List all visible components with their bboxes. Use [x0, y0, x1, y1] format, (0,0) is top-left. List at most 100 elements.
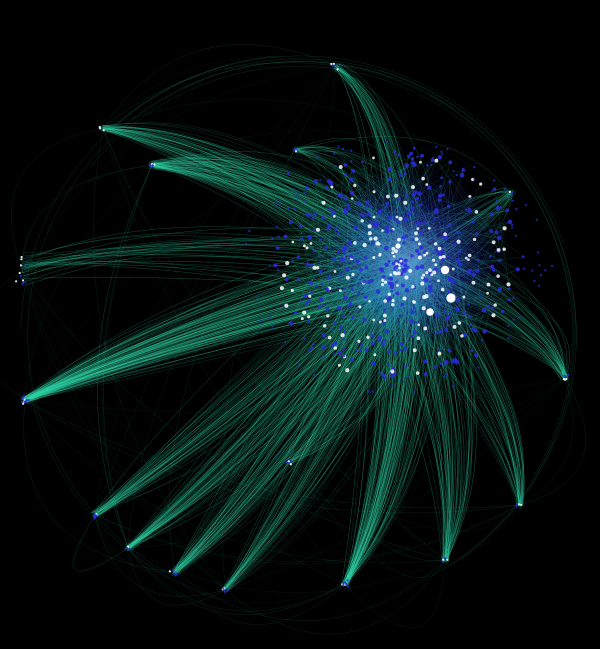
graph-node	[397, 263, 401, 267]
graph-node	[345, 368, 350, 373]
graph-node	[433, 242, 438, 246]
edge	[97, 164, 153, 549]
graph-node	[300, 317, 304, 321]
graph-node	[443, 232, 447, 237]
edge	[151, 130, 511, 193]
graph-node	[341, 314, 345, 318]
graph-node	[566, 373, 570, 376]
graph-node	[399, 259, 403, 263]
graph-node	[432, 270, 437, 275]
graph-node	[506, 282, 511, 287]
graph-node	[452, 385, 455, 388]
graph-node	[277, 235, 280, 238]
graph-node	[384, 262, 389, 268]
graph-node	[346, 304, 350, 308]
graph-node	[435, 145, 438, 148]
graph-node	[395, 262, 398, 265]
graph-node	[471, 272, 477, 277]
graph-node	[420, 153, 425, 158]
edge	[102, 127, 346, 585]
graph-node	[378, 252, 382, 256]
graph-node	[505, 208, 510, 213]
graph-node	[342, 256, 347, 261]
graph-node	[320, 282, 324, 286]
graph-node	[343, 163, 348, 167]
graph-node	[453, 242, 457, 246]
graph-node	[22, 281, 25, 284]
graph-node	[372, 215, 376, 219]
edge	[127, 377, 566, 549]
graph-node	[371, 361, 376, 366]
edge	[174, 571, 346, 625]
graph-node	[448, 311, 452, 315]
graph-node	[151, 164, 154, 167]
graph-node	[153, 163, 156, 166]
edge	[294, 136, 511, 193]
graph-node	[342, 337, 345, 341]
graph-node	[515, 504, 518, 508]
graph-node	[395, 264, 399, 268]
graph-node	[300, 299, 304, 303]
graph-node	[399, 348, 403, 352]
graph-node	[327, 335, 332, 340]
graph-node	[496, 248, 501, 252]
graph-node	[414, 231, 418, 236]
graph-node	[308, 281, 311, 285]
graph-node	[369, 205, 373, 209]
graph-node	[276, 247, 280, 250]
graph-node	[403, 216, 409, 222]
graph-node	[343, 251, 347, 255]
graph-node	[294, 150, 298, 153]
graph-node	[338, 66, 341, 69]
graph-node	[456, 298, 461, 303]
graph-node	[385, 229, 390, 234]
graph-node	[321, 200, 326, 205]
graph-node	[403, 258, 408, 263]
graph-node	[304, 185, 309, 191]
graph-node	[444, 359, 449, 365]
graph-node	[390, 374, 395, 379]
graph-node	[514, 234, 517, 237]
edge	[127, 149, 296, 549]
graph-node	[375, 289, 381, 294]
graph-node	[303, 191, 306, 194]
graph-node	[475, 268, 480, 273]
graph-node	[411, 185, 415, 190]
hub-node	[426, 308, 434, 316]
edge	[115, 55, 277, 125]
graph-node	[482, 329, 488, 334]
graph-node	[539, 274, 543, 277]
graph-node	[312, 229, 315, 232]
graph-node	[334, 164, 337, 167]
graph-node	[458, 231, 461, 234]
edge	[127, 547, 346, 603]
graph-node	[389, 285, 395, 290]
graph-node	[344, 173, 348, 177]
edge	[174, 559, 446, 621]
edge	[102, 127, 446, 561]
graph-node	[382, 274, 386, 279]
graph-node	[404, 365, 408, 369]
graph-node	[403, 263, 408, 268]
edge	[102, 127, 446, 561]
graph-node	[491, 240, 496, 245]
graph-node	[370, 220, 375, 226]
graph-node	[515, 267, 520, 272]
graph-node	[359, 268, 363, 272]
edge	[224, 559, 446, 635]
graph-node	[489, 229, 494, 233]
graph-node	[370, 341, 375, 346]
graph-node	[387, 281, 392, 286]
graph-node	[347, 207, 351, 211]
graph-node	[19, 264, 23, 267]
graph-node	[412, 146, 416, 150]
graph-node	[447, 290, 451, 294]
edge	[102, 99, 511, 193]
graph-node	[398, 266, 401, 270]
graph-node	[455, 174, 458, 177]
graph-node	[309, 242, 313, 245]
graph-node	[366, 212, 371, 217]
graph-node	[318, 297, 324, 302]
graph-node	[471, 220, 475, 224]
edge	[23, 399, 176, 573]
